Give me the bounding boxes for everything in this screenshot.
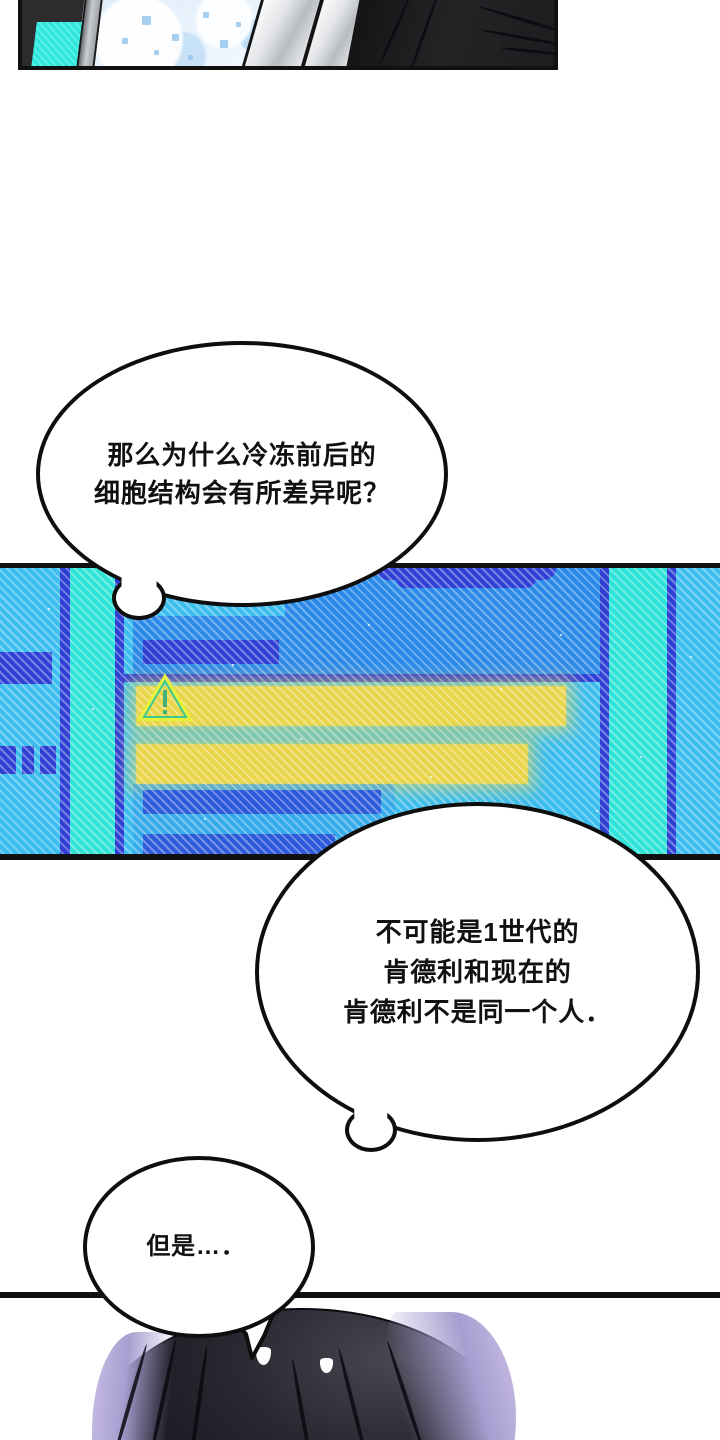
speech-bubble-trailing-speck xyxy=(320,1358,333,1373)
panel-top-cryo-window xyxy=(18,0,558,70)
speech-bubble-conclusion-text: 不可能是1世代的 肯德利和现在的 肯德利不是同一个人． xyxy=(342,916,613,1028)
speech-bubble-question-tail xyxy=(112,576,166,620)
panel-bot-character xyxy=(0,1292,720,1440)
holo-screen-surface xyxy=(0,568,720,854)
hair-highlight-right xyxy=(386,1312,516,1440)
speech-bubble-trailing: 但是…． xyxy=(83,1156,315,1338)
speech-bubble-conclusion-tail xyxy=(345,1108,397,1152)
speech-bubble-trailing-text: 但是…． xyxy=(146,1233,246,1261)
panel-mid-holo-screen xyxy=(0,563,720,860)
hair-highlight-left xyxy=(92,1332,182,1440)
speech-bubble-question: 那么为什么冷冻前后的 细胞结构会有所差异呢？ xyxy=(36,341,448,607)
screen-highlight-bar-2 xyxy=(136,744,528,784)
character-hair-top xyxy=(342,0,554,66)
warning-triangle-icon xyxy=(137,673,193,721)
speech-bubble-question-text: 那么为什么冷冻前后的 细胞结构会有所差异呢？ xyxy=(93,439,390,508)
hair-parting-notch xyxy=(256,1347,271,1365)
screen-highlight-bar-1 xyxy=(136,686,566,726)
speech-bubble-conclusion: 不可能是1世代的 肯德利和现在的 肯德利不是同一个人． xyxy=(255,802,700,1142)
